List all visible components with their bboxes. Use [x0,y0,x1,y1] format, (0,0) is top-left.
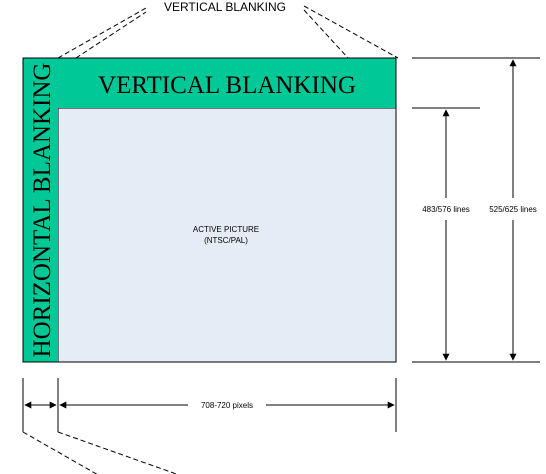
active-width-label: 708-720 pixels [201,401,253,410]
top-callout-lines [57,5,399,59]
bottom-reference-lines [22,378,397,432]
total-lines-label: 525/625 lines [489,205,537,214]
right-reference-lines [412,57,540,363]
active-picture-standard-label: (NTSC/PAL) [204,236,248,245]
bottom-callout-lines [22,431,178,474]
horizontal-blanking-band-label: HORIZONTAL BLANKING [29,63,56,358]
vertical-blanking-band [58,58,396,108]
top-vertical-blanking-label: VERTICAL BLANKING [164,0,286,14]
frame-outline [22,57,397,363]
vertical-blanking-band-label: VERTICAL BLANKING [98,72,356,99]
active-picture-label: ACTIVE PICTURE [193,225,259,234]
active-lines-label: 483/576 lines [422,205,470,214]
horizontal-blanking-band [23,58,58,362]
active-picture-area [57,107,397,363]
